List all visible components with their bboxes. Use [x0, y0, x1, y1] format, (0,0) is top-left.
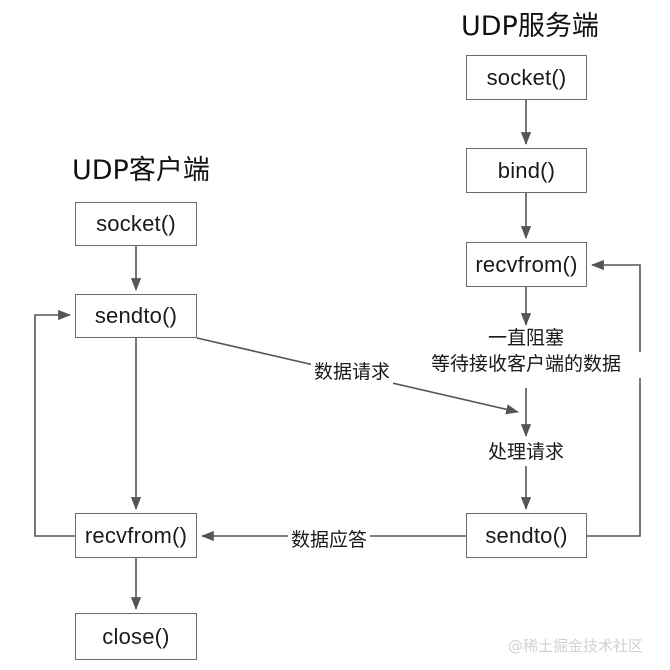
server-blocking-note-line1: 一直阻塞 — [426, 326, 626, 352]
client-node-close[interactable]: close() — [75, 613, 197, 660]
server-blocking-note-line2: 等待接收客户端的数据 — [406, 352, 646, 378]
watermark-text: @稀土掘金技术社区 — [508, 637, 644, 655]
server-node-bind[interactable]: bind() — [466, 148, 587, 193]
edge-server-loop-back — [587, 259, 641, 537]
client-node-recvfrom[interactable]: recvfrom() — [75, 513, 197, 558]
edge-label-data-request: 数据请求 — [311, 357, 394, 384]
server-node-sendto[interactable]: sendto() — [466, 513, 587, 558]
client-node-sendto[interactable]: sendto() — [75, 294, 197, 338]
server-process-request-note: 处理请求 — [446, 440, 606, 466]
server-node-recvfrom[interactable]: recvfrom() — [466, 242, 587, 287]
server-node-socket[interactable]: socket() — [466, 55, 587, 100]
client-title: UDP客户端 — [72, 155, 210, 186]
client-node-socket[interactable]: socket() — [75, 202, 197, 246]
server-title: UDP服务端 — [461, 11, 599, 42]
edge-label-data-response: 数据应答 — [288, 525, 371, 552]
edge-client-loop-back — [34, 309, 75, 537]
